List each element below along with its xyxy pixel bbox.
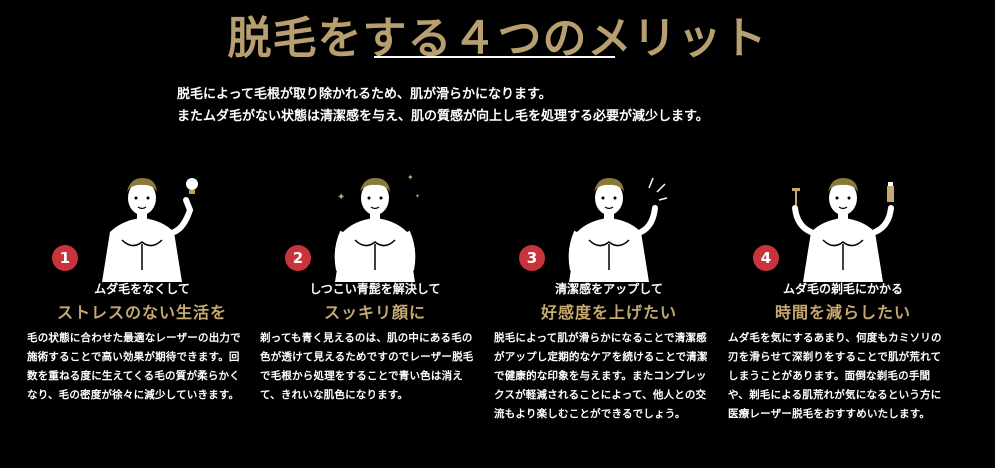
merit-card-2: ✦ ✦ ✦ 2 しつこい青髭を解決して スッキリ顔に 剃っても青く見えるのは、肌…: [260, 160, 490, 460]
card-body: 脱毛によって肌が滑らかになることで清潔感がアップし定期的なケアを続けることで清潔…: [494, 332, 708, 420]
intro-text: 脱毛によって毛根が取り除かれるため、肌が滑らかになります。 またムダ毛がない状態…: [177, 84, 709, 128]
card-body: ムダ毛を気にするあまり、何度もカミソリの刃を滑らせて深剃りをすることで肌が荒れて…: [728, 332, 942, 420]
idea-man-icon: [102, 178, 198, 282]
intro-line-1: 脱毛によって毛根が取り除かれるため、肌が滑らかになります。: [177, 87, 552, 102]
card-subtitle: しつこい青髭を解決して: [309, 282, 441, 296]
title-underline: [374, 56, 615, 58]
intro-line-2: またムダ毛がない状態は清潔感を与え、肌の質感が向上し毛を処理する必要が減少します…: [177, 109, 709, 124]
number-badge-4: 4: [753, 245, 779, 271]
card-heading: ストレスのない生活を: [56, 303, 227, 322]
number-badge-1: 1: [52, 245, 78, 271]
card-body: 剃っても青く見えるのは、肌の中にある毛の色が透けて見えるためですのでレーザー脱毛…: [260, 332, 474, 401]
merit-card-3: 3 清潔感をアップして 好感度を上げたい 脱毛によって肌が滑らかになることで清潔…: [494, 160, 724, 460]
merit-card-1: 1 ムダ毛をなくして ストレスのない生活を 毛の状態に合わせた最適なレーザーの出…: [27, 160, 257, 460]
card-heading: 好感度を上げたい: [540, 303, 677, 322]
card-body: 毛の状態に合わせた最適なレーザーの出力で施術することで高い効果が期待できます。回…: [27, 332, 241, 401]
svg-text:✦: ✦: [415, 193, 420, 200]
sparkle-man-icon: ✦ ✦ ✦: [334, 173, 420, 282]
card-subtitle: ムダ毛をなくして: [94, 282, 190, 296]
razor-man-icon: [792, 178, 894, 282]
card-subtitle: 清潔感をアップして: [555, 282, 663, 296]
merit-card-4: 4 ムダ毛の剃毛にかかる 時間を減らしたい ムダ毛を気にするあまり、何度もカミソ…: [728, 160, 958, 460]
card-subtitle: ムダ毛の剃毛にかかる: [782, 282, 903, 296]
card-heading: 時間を減らしたい: [774, 303, 911, 322]
page-title: 脱毛をする４つのメリット: [227, 13, 768, 64]
svg-text:✦: ✦: [407, 173, 414, 182]
waving-man-icon: [568, 177, 668, 282]
svg-text:✦: ✦: [337, 192, 345, 203]
number-badge-2: 2: [285, 245, 311, 271]
card-heading: スッキリ顔に: [323, 303, 426, 322]
number-badge-3: 3: [519, 245, 545, 271]
